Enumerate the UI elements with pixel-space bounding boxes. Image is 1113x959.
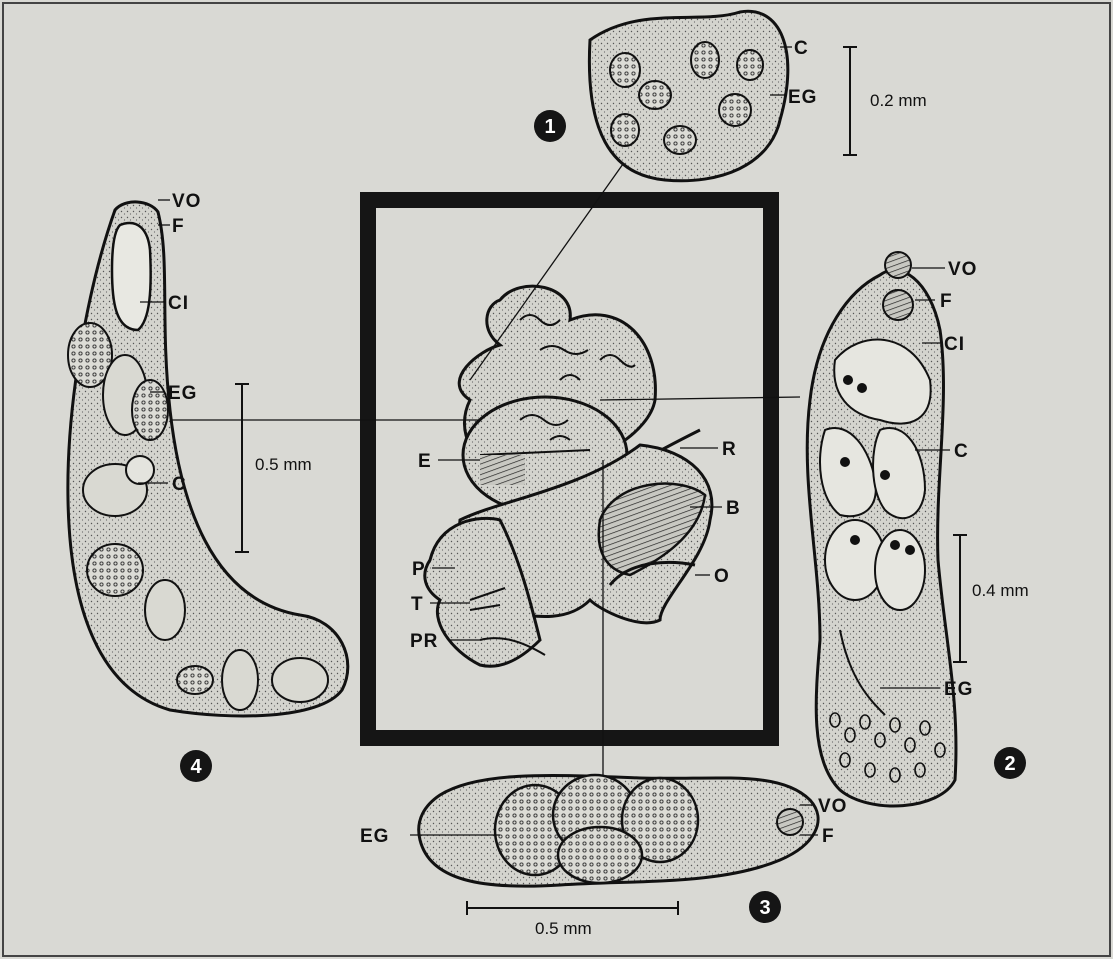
fig4-label-c: C: [172, 474, 187, 495]
panel-number-2: 2: [994, 747, 1026, 779]
scale-label-fig3: 0.5 mm: [535, 919, 592, 938]
fig3-label-vo: VO: [818, 796, 847, 817]
panel-number-1: 1: [534, 110, 566, 142]
fig3-label-eg: EG: [360, 826, 389, 847]
panel-number-3: 3: [749, 891, 781, 923]
center-label-p: P: [412, 559, 426, 580]
fig2-label-vo: VO: [948, 259, 977, 280]
center-label-t: T: [411, 594, 424, 615]
svg-text:1: 1: [544, 116, 555, 138]
scale-label-fig1: 0.2 mm: [870, 91, 927, 110]
center-label-r: R: [722, 439, 737, 460]
fig2-label-eg: EG: [944, 679, 973, 700]
svg-text:3: 3: [759, 897, 770, 919]
panel-number-4: 4: [180, 750, 212, 782]
fig4-label-eg: EG: [168, 383, 197, 404]
fig2-label-c: C: [954, 441, 969, 462]
fig4-label-f: F: [172, 216, 185, 237]
fig1-label-c: C: [794, 38, 809, 59]
fig4-label-vo: VO: [172, 191, 201, 212]
scale-label-fig2: 0.4 mm: [972, 581, 1029, 600]
fig2-label-ci: CI: [944, 334, 965, 355]
fig1-label-eg: EG: [788, 87, 817, 108]
figure-2-specimen: [807, 252, 956, 806]
fig4-label-ci: CI: [168, 293, 189, 314]
center-label-pr: PR: [410, 631, 438, 652]
center-label-o: O: [714, 566, 730, 587]
fig2-label-f: F: [940, 291, 953, 312]
figure-1-specimen: [589, 11, 792, 180]
svg-text:4: 4: [190, 756, 202, 778]
svg-text:2: 2: [1004, 753, 1015, 775]
scale-label-fig4: 0.5 mm: [255, 455, 312, 474]
fig3-label-f: F: [822, 826, 835, 847]
center-label-b: B: [726, 498, 741, 519]
center-label-e: E: [418, 451, 432, 472]
